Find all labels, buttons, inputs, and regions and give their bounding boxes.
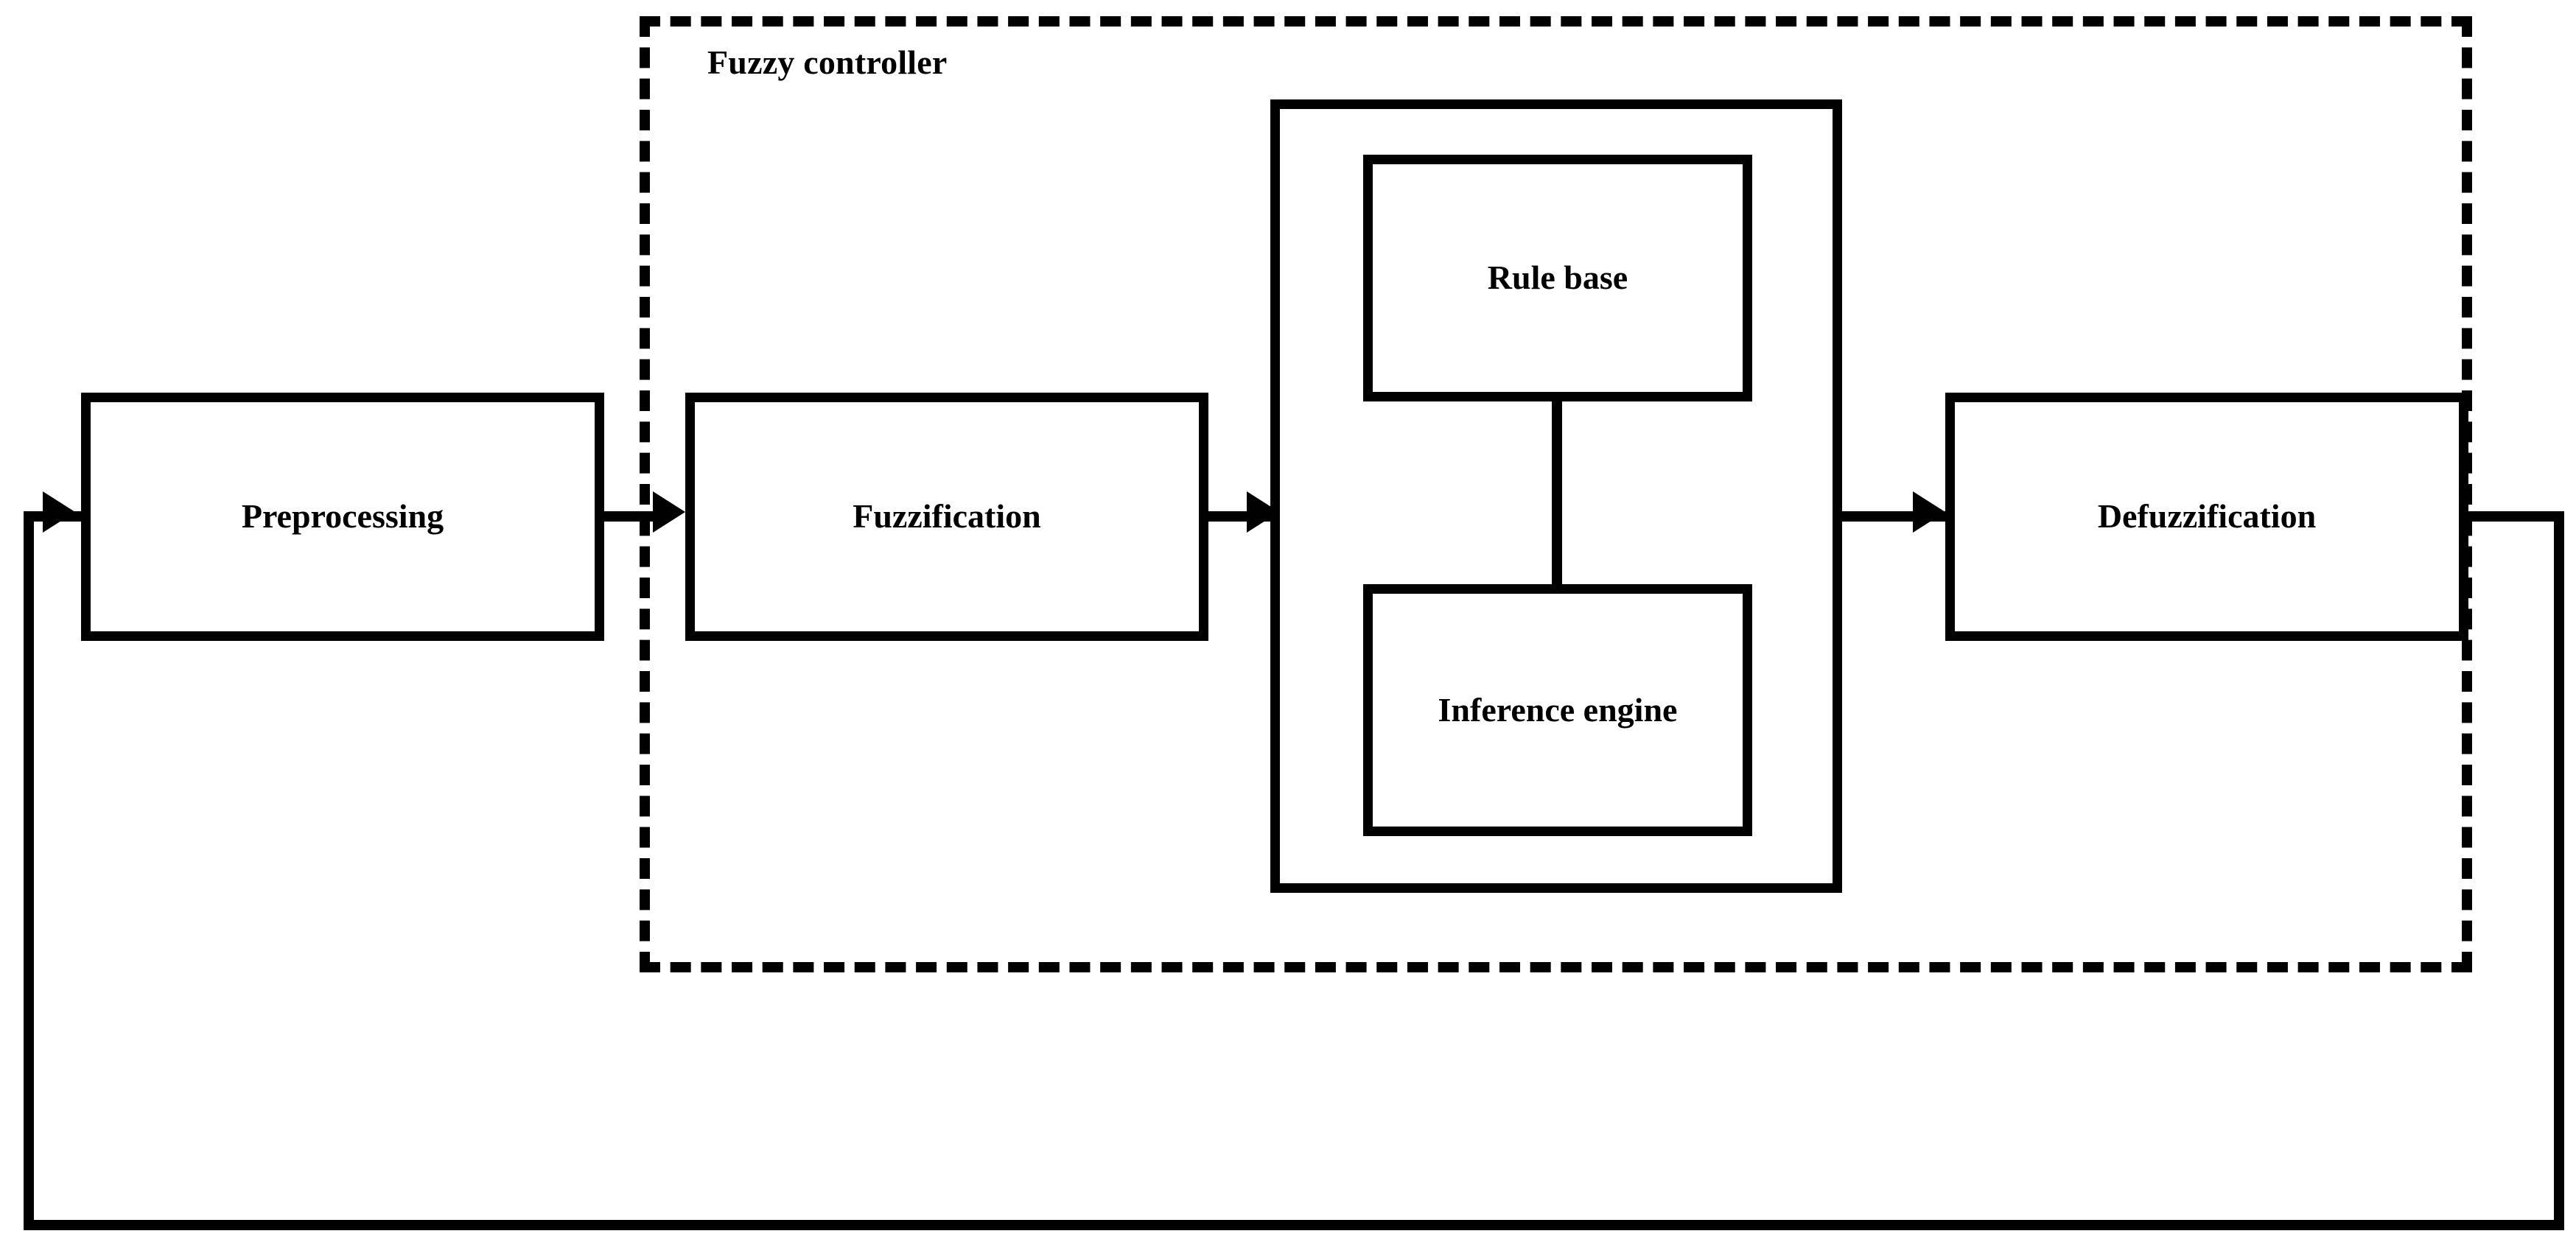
block-fuzzification[interactable]: Fuzzification [685, 393, 1208, 641]
feedback-line-bottom-horizontal [24, 1220, 2564, 1230]
fuzzy-controller-group-border [640, 16, 2472, 972]
feedback-line-left-vertical [24, 511, 34, 1230]
block-rule-base-label: Rule base [1487, 259, 1628, 297]
block-inference-engine[interactable]: Inference engine [1363, 584, 1752, 836]
feedback-line-exit-right [2465, 511, 2564, 522]
block-defuzzification[interactable]: Defuzzification [1945, 393, 2468, 641]
block-preprocessing[interactable]: Preprocessing [81, 393, 604, 641]
arrowhead-feedback-to-preprocessing-icon [43, 491, 75, 533]
block-rule-base[interactable]: Rule base [1363, 155, 1752, 401]
block-preprocessing-label: Preprocessing [241, 497, 444, 536]
fuzzy-controller-group-label: Fuzzy controller [707, 43, 948, 81]
block-inference-engine-label: Inference engine [1438, 690, 1678, 729]
connector-rule-base-to-inference-engine [1552, 398, 1562, 591]
arrowhead-to-fuzzification-icon [653, 491, 685, 533]
arrowhead-to-defuzzification-icon [1913, 491, 1945, 533]
feedback-line-right-vertical [2554, 511, 2564, 1230]
block-defuzzification-label: Defuzzification [2097, 497, 2317, 536]
block-fuzzification-label: Fuzzification [853, 497, 1041, 536]
